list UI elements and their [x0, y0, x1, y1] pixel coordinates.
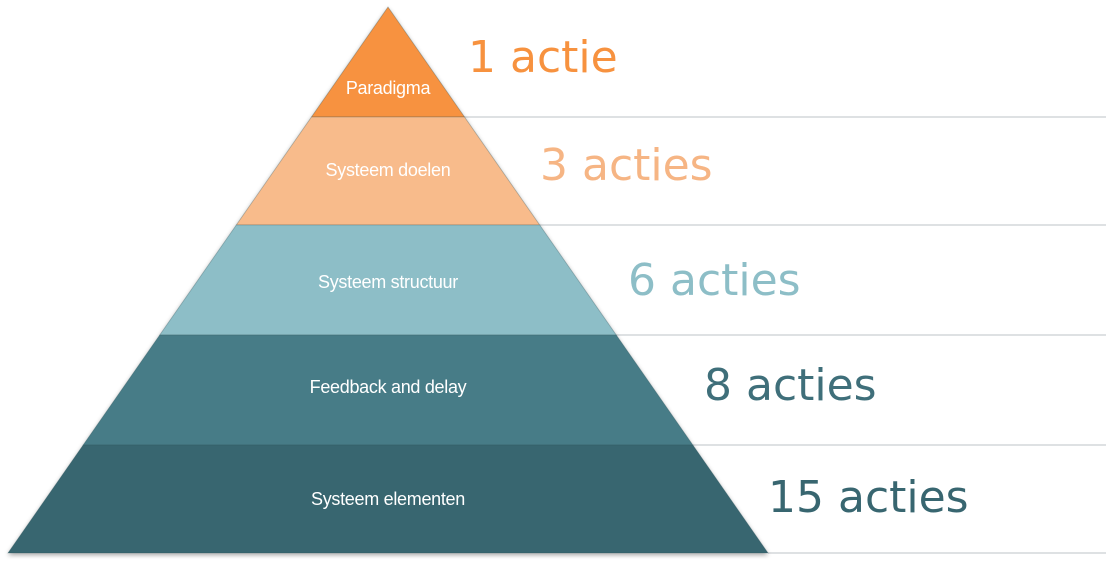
action-count: 1 actie: [468, 32, 618, 83]
action-count: 3 acties: [540, 140, 713, 191]
layer-label: Systeem doelen: [326, 160, 451, 180]
pyramid: [7, 6, 769, 554]
layer-label: Systeem structuur: [318, 272, 458, 292]
layer-label: Feedback and delay: [310, 377, 467, 397]
pyramid-layer: [310, 6, 466, 118]
action-count: 8 acties: [704, 360, 877, 411]
pyramid-layer: [7, 444, 769, 554]
action-count: 15 acties: [768, 472, 969, 523]
action-count: 6 acties: [628, 255, 801, 306]
layer-label: Systeem elementen: [311, 489, 465, 509]
layer-label: Paradigma: [346, 78, 432, 98]
separator-lines: [464, 116, 1106, 554]
action-counts: 1 actie 3 acties 6 acties 8 acties 15 acties: [468, 32, 969, 523]
